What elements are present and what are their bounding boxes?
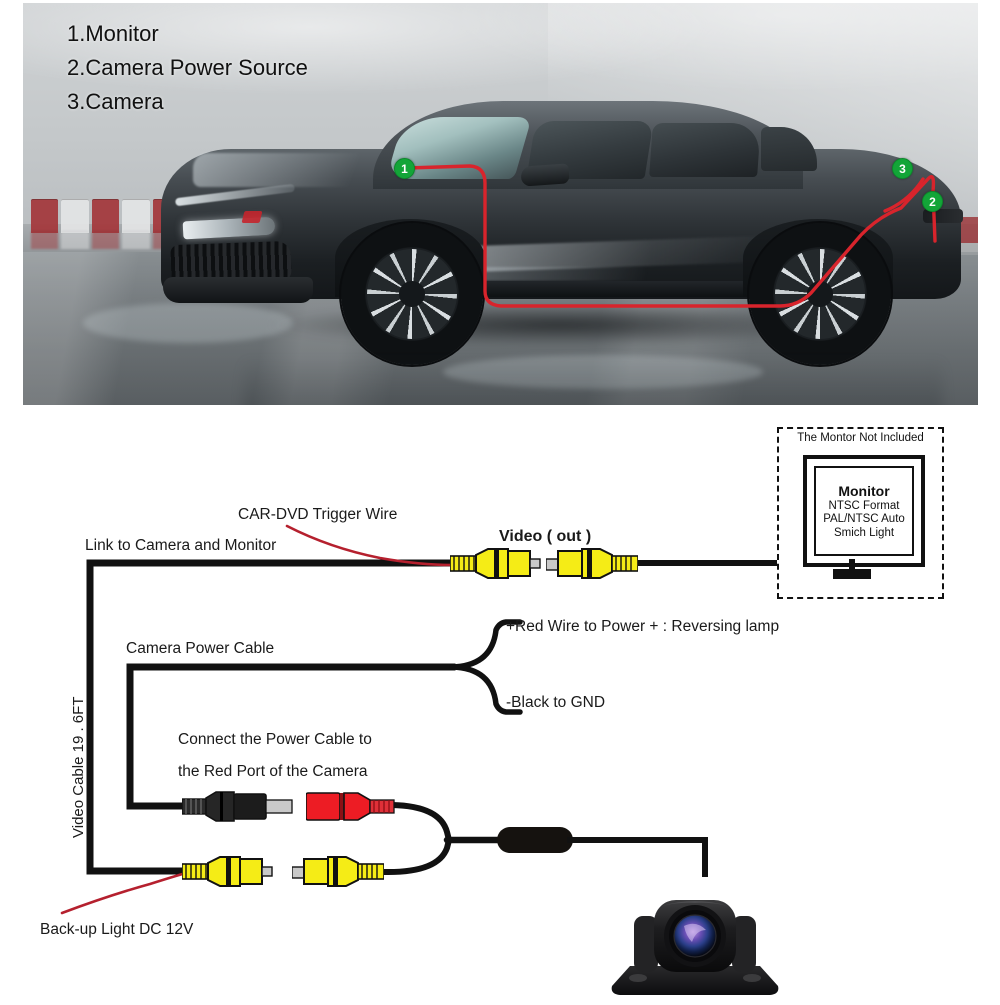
- backup-camera-module: [600, 858, 790, 1000]
- monitor-auto-switch-2: Smich Light: [833, 526, 895, 539]
- legend-list: 1.Monitor 2.Camera Power Source 3.Camera: [67, 17, 308, 119]
- rca-connector-female-video: [546, 548, 638, 579]
- label-video-out: Video ( out ): [499, 528, 592, 545]
- monitor-stand-neck: [849, 559, 855, 571]
- monitor-title: Monitor: [838, 482, 890, 499]
- label-black-to-gnd: -Black to GND: [506, 694, 606, 711]
- car-illustration: [123, 91, 978, 405]
- legend-item-camera: 3.Camera: [67, 89, 164, 115]
- rear-wheel: [749, 223, 891, 365]
- legend-item-power-source: 2.Camera Power Source: [67, 55, 308, 81]
- monitor-auto-switch-1: PAL/NTSC Auto: [823, 512, 905, 525]
- monitor-box-caption: The Montor Not Included: [797, 432, 924, 444]
- label-backup-light-dc12v: Back-up Light DC 12V: [40, 921, 194, 938]
- monitor-screen: Monitor NTSC Format PAL/NTSC Auto Smich …: [814, 466, 914, 556]
- dc-plug-black: [182, 790, 294, 824]
- monitor-format: NTSC Format: [828, 499, 900, 512]
- rca-connector-male-video: [450, 548, 542, 579]
- legend-item-monitor: 1.Monitor: [67, 21, 159, 46]
- label-red-wire-to-power: +Red Wire to Power + : Reversing lamp: [506, 618, 780, 635]
- label-connect-power-cable-line1: Connect the Power Cable to: [178, 731, 372, 748]
- monitor-frame: Monitor NTSC Format PAL/NTSC Auto Smich …: [803, 455, 925, 567]
- wiring-diagram: The Montor Not Included Monitor NTSC For…: [0, 408, 1000, 1000]
- monitor-stand-base: [833, 569, 871, 579]
- puddle: [443, 355, 763, 389]
- rca-connector-male-camera: [182, 856, 274, 887]
- wire-paths: [60, 524, 786, 915]
- monitor-not-included-box: The Montor Not Included Monitor NTSC For…: [777, 427, 944, 599]
- label-video-cable-length: Video Cable 19 . 6FT: [70, 696, 87, 838]
- vehicle-installation-photo: 1 2 3 1.Monitor 2.Camera Power Source 3.…: [23, 3, 978, 405]
- label-connect-power-cable-line2: the Red Port of the Camera: [178, 763, 368, 780]
- cable-route-overlay: [406, 164, 937, 308]
- rca-connector-female-camera: [292, 856, 384, 887]
- front-wheel: [341, 223, 483, 365]
- label-camera-power-cable: Camera Power Cable: [126, 640, 275, 657]
- hood-highlight: [193, 153, 423, 187]
- marker-1: 1: [394, 158, 415, 179]
- marker-3: 3: [892, 158, 913, 179]
- side-highlight-lower: [423, 267, 723, 281]
- marker-2: 2: [922, 191, 943, 212]
- label-car-dvd-trigger-wire: CAR-DVD Trigger Wire: [238, 506, 398, 523]
- front-bumper: [163, 277, 313, 303]
- dc-jack-red: [306, 790, 396, 824]
- label-link-to-camera-monitor: Link to Camera and Monitor: [85, 537, 277, 554]
